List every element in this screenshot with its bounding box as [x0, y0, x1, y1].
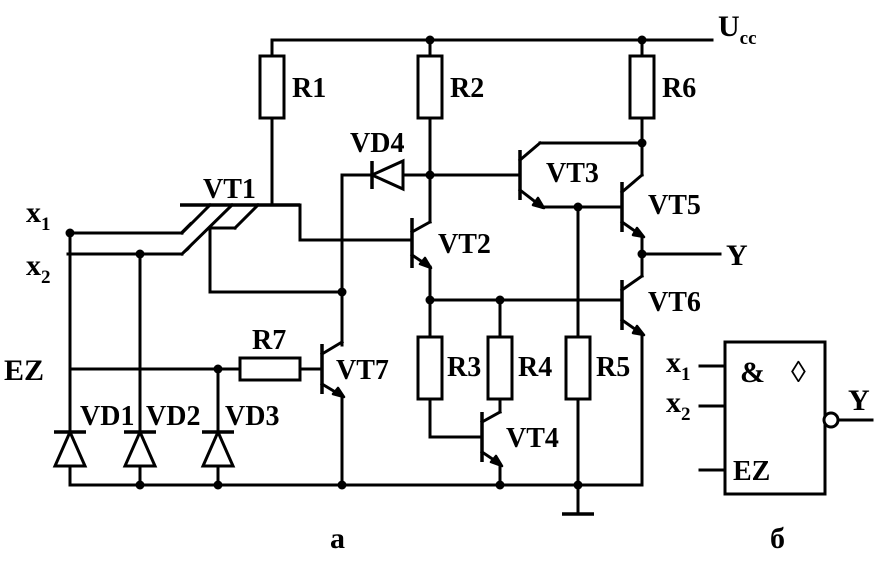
supply-label: Ucc	[718, 10, 757, 49]
resistor-r1-label: R1	[292, 73, 326, 104]
transistor-vt1-label: VT1	[203, 174, 256, 205]
resistor-r7-label: R7	[252, 325, 286, 356]
symbol-ez-label: EZ	[733, 456, 770, 487]
transistor-vt7	[319, 339, 346, 487]
resistor-r4-label: R4	[518, 352, 552, 383]
transistor-vt5	[619, 172, 647, 278]
diode-vd4-label: VD4	[350, 128, 404, 159]
ground-rail	[68, 480, 644, 516]
input-x2-label: x2	[26, 249, 51, 288]
resistor-r4	[486, 335, 514, 401]
logic-gate-symbol	[698, 340, 874, 496]
transistor-vt3	[517, 140, 644, 212]
diode-vd3-label: VD3	[225, 401, 279, 432]
transistor-vt4-label: VT4	[506, 423, 559, 454]
output-y-label: Y	[726, 239, 748, 272]
input-ez-label: EZ	[4, 354, 44, 387]
transistor-vt2	[409, 218, 435, 339]
transistor-vt6-label: VT6	[648, 287, 701, 318]
diode-vd2-label: VD2	[146, 401, 200, 432]
caption-a: а	[330, 522, 345, 555]
resistor-r2	[416, 54, 444, 120]
symbol-third-state-icon: ◊	[791, 356, 806, 389]
resistor-r6-label: R6	[662, 73, 696, 104]
transistor-vt5-label: VT5	[648, 190, 701, 221]
diode-vd4	[340, 158, 522, 192]
transistor-vt2-label: VT2	[438, 229, 491, 260]
inversion-circle	[822, 411, 840, 429]
resistor-r5-label: R5	[596, 352, 630, 383]
resistor-r7	[238, 356, 302, 382]
resistor-r1	[258, 54, 286, 120]
symbol-y-label: Y	[848, 384, 870, 417]
symbol-x1-label: x1	[666, 346, 691, 385]
transistor-vt7-label: VT7	[336, 355, 389, 386]
diode-vd1	[52, 428, 88, 468]
resistor-r6	[628, 54, 656, 120]
resistor-r2-label: R2	[450, 73, 484, 104]
symbol-x2-label: x2	[666, 386, 691, 425]
transistor-vt6	[619, 273, 646, 487]
diode-vd2	[122, 428, 158, 468]
diode-vd3	[200, 428, 236, 468]
resistor-r3-label: R3	[447, 352, 481, 383]
caption-b: б	[770, 522, 785, 555]
transistor-vt4	[479, 409, 504, 487]
resistor-r5	[564, 335, 592, 401]
transistor-vt3-label: VT3	[546, 158, 599, 189]
symbol-and-sign: &	[740, 356, 765, 389]
resistor-r3	[416, 335, 444, 401]
transistor-vt1	[179, 202, 414, 294]
input-x1-label: x1	[26, 196, 51, 235]
supply-rail	[270, 35, 714, 58]
diode-vd1-label: VD1	[80, 401, 134, 432]
